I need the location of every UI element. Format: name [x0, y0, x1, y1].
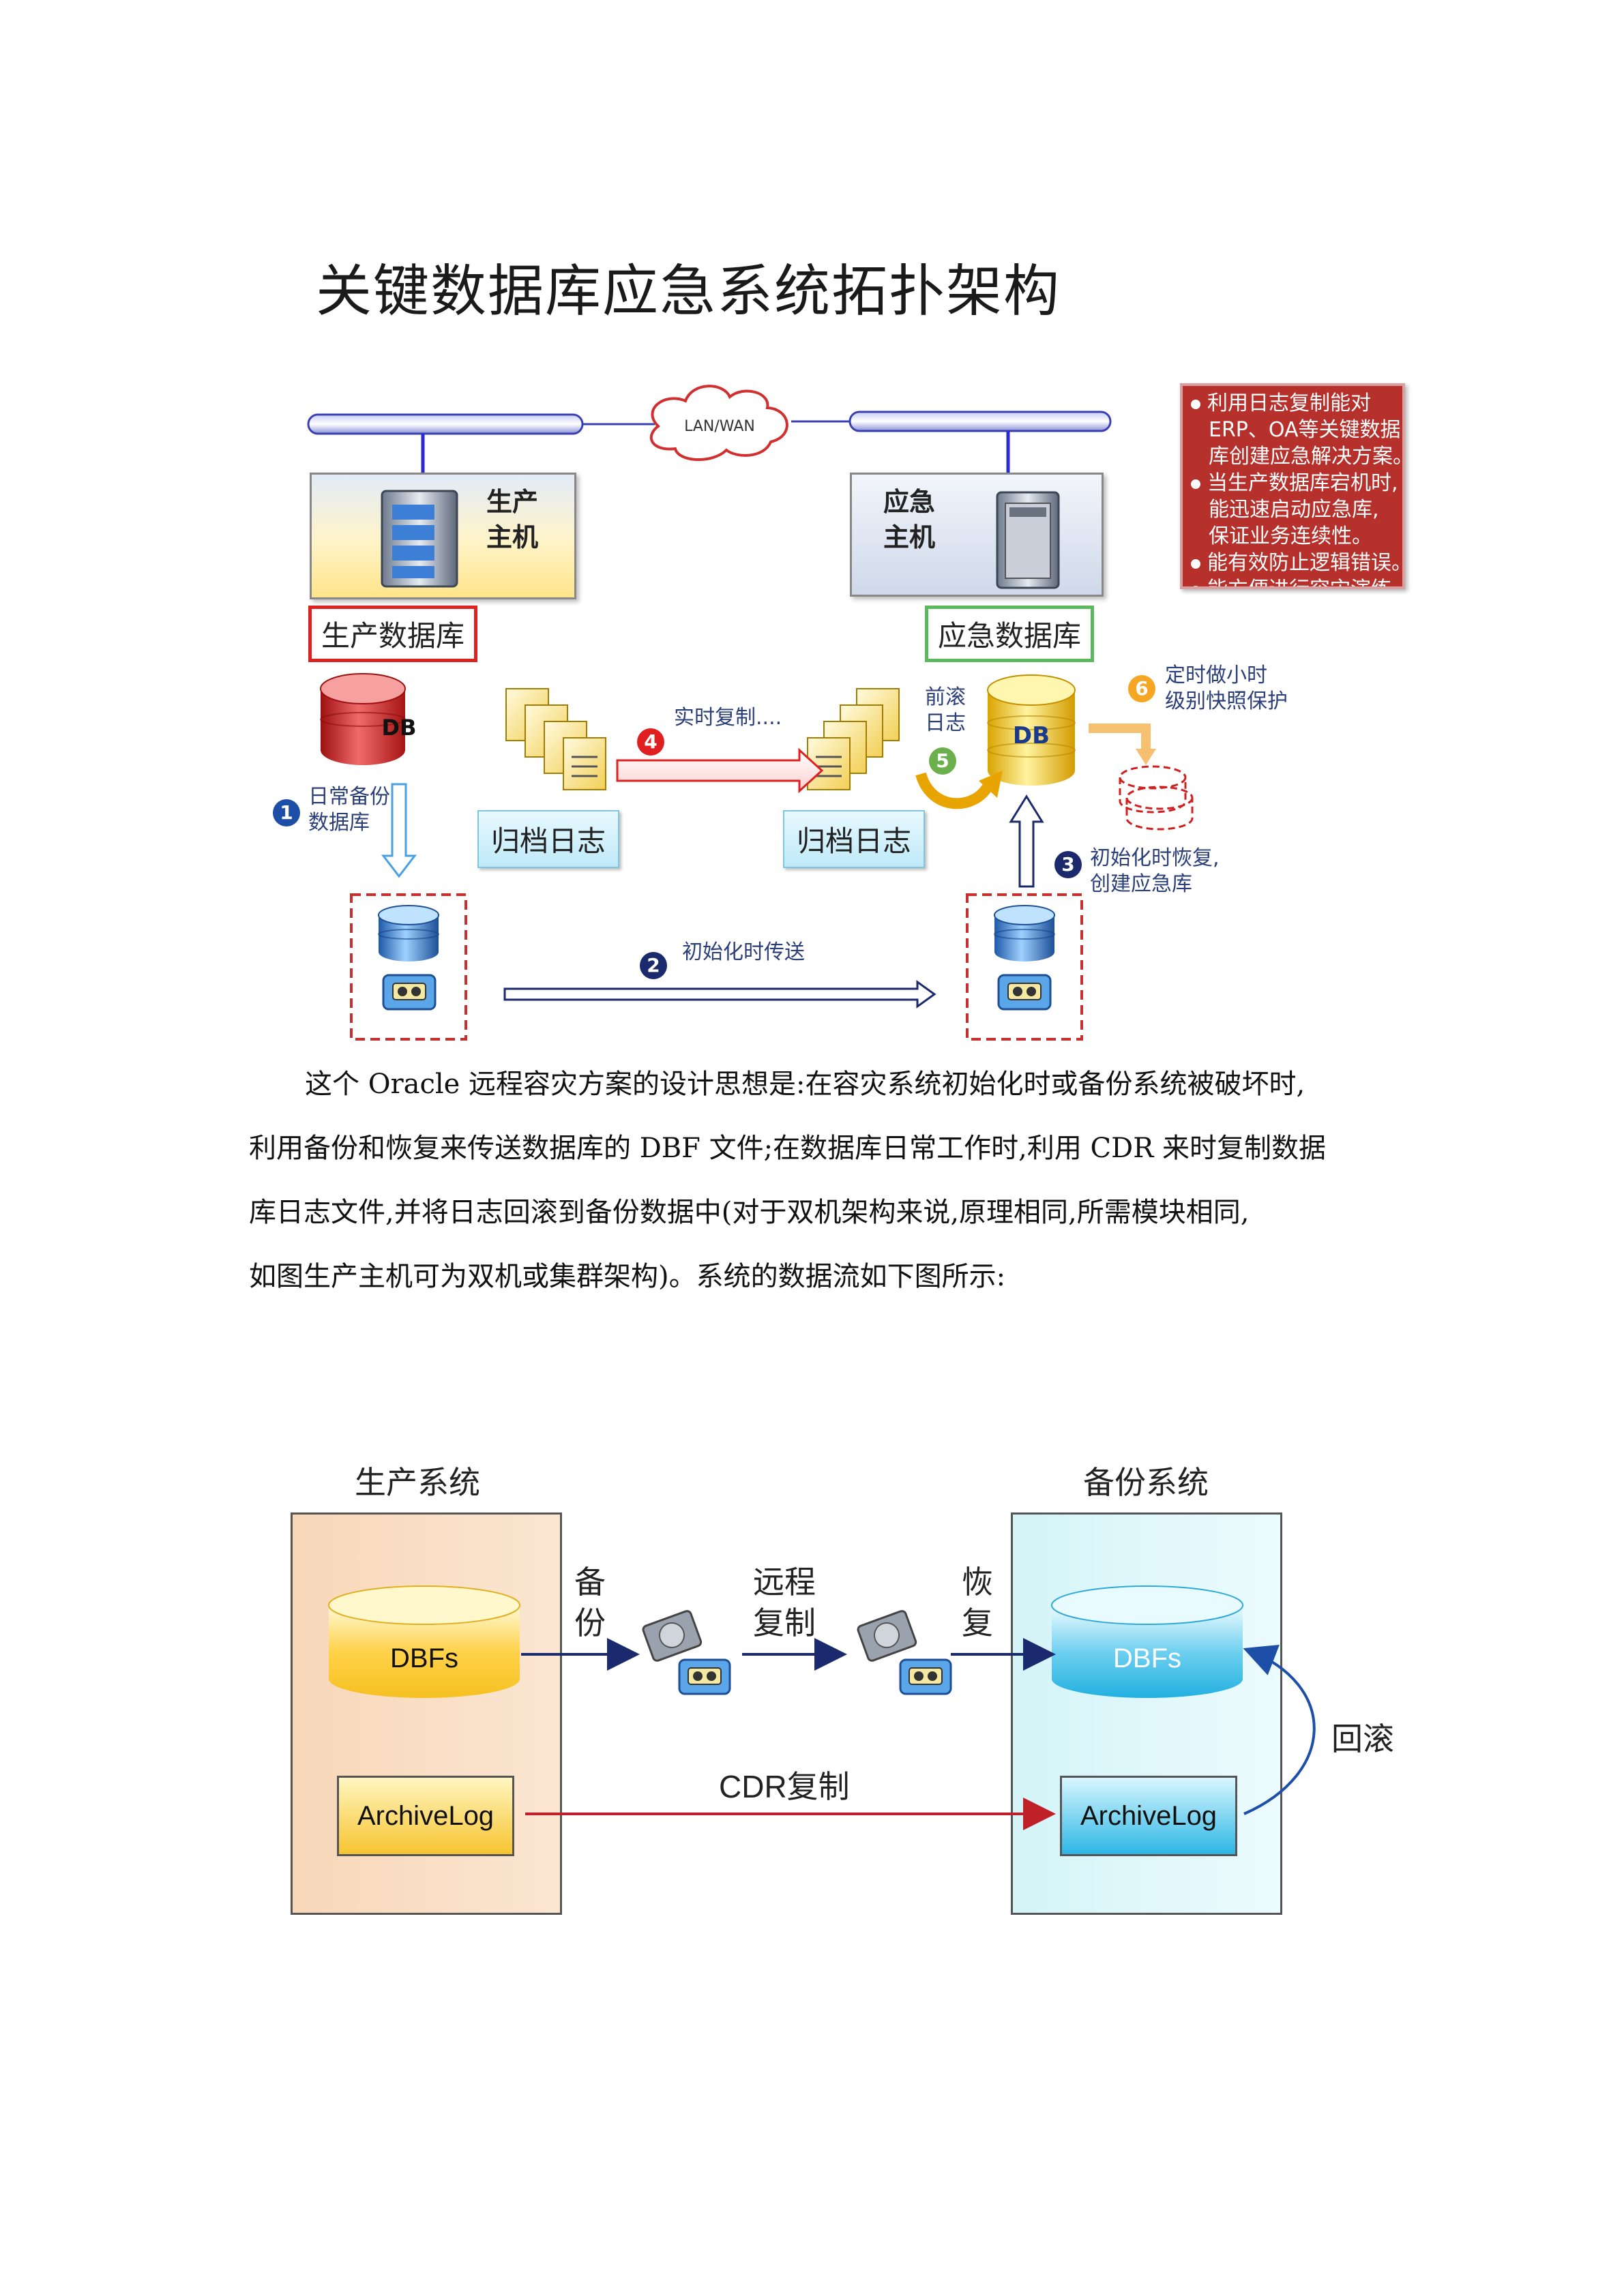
realtime-copy-arrow	[616, 747, 824, 794]
step-3-text: 初始化时恢复, 创建应急库	[1090, 846, 1220, 896]
restore-label: 恢 复	[962, 1564, 993, 1641]
archivelog-box-right: ArchiveLog	[1060, 1776, 1237, 1856]
step-5-badge: 5	[929, 747, 956, 775]
daily-backup-arrow	[381, 783, 417, 878]
prod-system-title: 生产系统	[355, 1464, 480, 1501]
step-6-badge: 6	[1128, 675, 1155, 702]
tape-icon-right	[997, 974, 1052, 1011]
rollback-label: 回滚	[1331, 1720, 1394, 1757]
bullet-icon	[1191, 558, 1200, 569]
prod-db-label: 生产数据库	[308, 606, 478, 662]
step-1-badge: 1	[273, 799, 300, 826]
network-pipe-right	[848, 411, 1112, 432]
archive-log-docs-left-icon	[505, 688, 606, 790]
remote-copy-label: 远程 复制	[753, 1564, 816, 1641]
prod-server-overlay	[381, 490, 458, 588]
disk-tape-icon-left	[642, 1610, 731, 1695]
prod-host-label: 生产 主机	[486, 487, 539, 552]
emg-db-cylinder-icon	[987, 674, 1076, 786]
bullet-icon	[1191, 479, 1200, 489]
disk-tape-icon-right	[857, 1610, 952, 1695]
prod-db-icon-label: DB	[382, 715, 417, 741]
backup-db-icon-left	[378, 905, 439, 961]
cloud-icon	[649, 385, 788, 461]
init-transfer-arrow	[503, 980, 936, 1009]
step-4-text: 实时复制....	[674, 706, 782, 730]
prod-db-cylinder-icon	[320, 673, 406, 765]
emg-server-overlay	[996, 491, 1060, 589]
archive-log-label-right: 归档日志	[783, 810, 926, 868]
rollforward-curve-arrow	[915, 772, 994, 809]
emg-host-box: 应急 主机	[850, 473, 1104, 597]
dbfs-cylinder-right-icon	[1051, 1585, 1243, 1698]
note-line: ERP、OA等关键数据	[1209, 418, 1401, 442]
archivelog-box-left: ArchiveLog	[337, 1776, 514, 1856]
dbfs-label-left: DBFs	[390, 1643, 458, 1673]
backup-media-box-right	[966, 893, 1083, 1041]
backup-label: 备 份	[574, 1564, 606, 1641]
emg-host-label: 应急 主机	[883, 487, 936, 552]
note-line: 库创建应急解决方案。	[1209, 445, 1405, 468]
step-2-badge: 2	[640, 952, 667, 979]
note-line: 能有效防止逻辑错误。	[1191, 550, 1402, 576]
backup-system-title: 备份系统	[1083, 1464, 1209, 1501]
step-6-text: 定时做小时 级别快照保护	[1165, 664, 1288, 713]
dataflow-diagram	[328, 1585, 1316, 1830]
bullet-icon	[1191, 399, 1200, 409]
paragraph-line-2: 利用备份和恢复来传送数据库的 DBF 文件;在数据库日常工作时,利用 CDR 来…	[249, 1133, 1327, 1164]
archive-log-label-left: 归档日志	[477, 810, 620, 868]
backup-media-box-left	[350, 893, 467, 1041]
page-title: 关键数据库应急系统拓扑架构	[316, 259, 1061, 324]
paragraph-line-4: 如图生产主机可为双机或集群架构)。系统的数据流如下图所示:	[249, 1261, 1006, 1292]
snapshot-cylinders-icon	[1119, 765, 1194, 831]
dbfs-cylinder-left-icon	[328, 1585, 520, 1698]
backup-db-icon-right	[994, 905, 1055, 961]
step-2-text: 初始化时传送	[682, 940, 805, 964]
description-paragraph: 这个 Oracle 远程容灾方案的设计思想是:在容灾系统初始化时或备份系统被破坏…	[249, 1052, 1395, 1309]
emg-db-label: 应急数据库	[925, 606, 1095, 662]
note-line: 当生产数据库宕机时,	[1191, 470, 1398, 496]
note-line: 能方便进行容灾演练	[1191, 576, 1397, 586]
note-line: 利用日志复制能对	[1191, 390, 1397, 417]
step-3-badge: 3	[1054, 851, 1082, 878]
bullet-icon	[1191, 585, 1200, 586]
archive-log-docs-right-icon	[807, 688, 900, 790]
snapshot-arrow	[1089, 724, 1151, 754]
paragraph-line-3: 库日志文件,并将日志回滚到备份数据中(对于双机架构来说,原理相同,所需模块相同,	[249, 1197, 1250, 1228]
step-5-text: 前滚 日志	[925, 685, 966, 735]
step-1-text: 日常备份 数据库	[308, 785, 390, 835]
network-label: LAN/WAN	[684, 418, 755, 435]
note-line: 能迅速启动应急库,	[1209, 498, 1379, 522]
emg-db-icon-label: DB	[1013, 722, 1050, 749]
note-line: 保证业务连续性。	[1209, 524, 1372, 548]
dbfs-label-right: DBFs	[1113, 1643, 1181, 1673]
network-pipe-left	[307, 413, 584, 435]
init-restore-arrow	[1009, 794, 1044, 888]
rollback-curve-arrow	[1243, 1644, 1316, 1815]
step-4-badge: 4	[637, 728, 664, 756]
cdr-copy-label: CDR复制	[719, 1769, 850, 1804]
tape-icon-left	[382, 974, 437, 1011]
paragraph-line-1: 这个 Oracle 远程容灾方案的设计思想是:在容灾系统初始化时或备份系统被破坏…	[305, 1069, 1305, 1100]
